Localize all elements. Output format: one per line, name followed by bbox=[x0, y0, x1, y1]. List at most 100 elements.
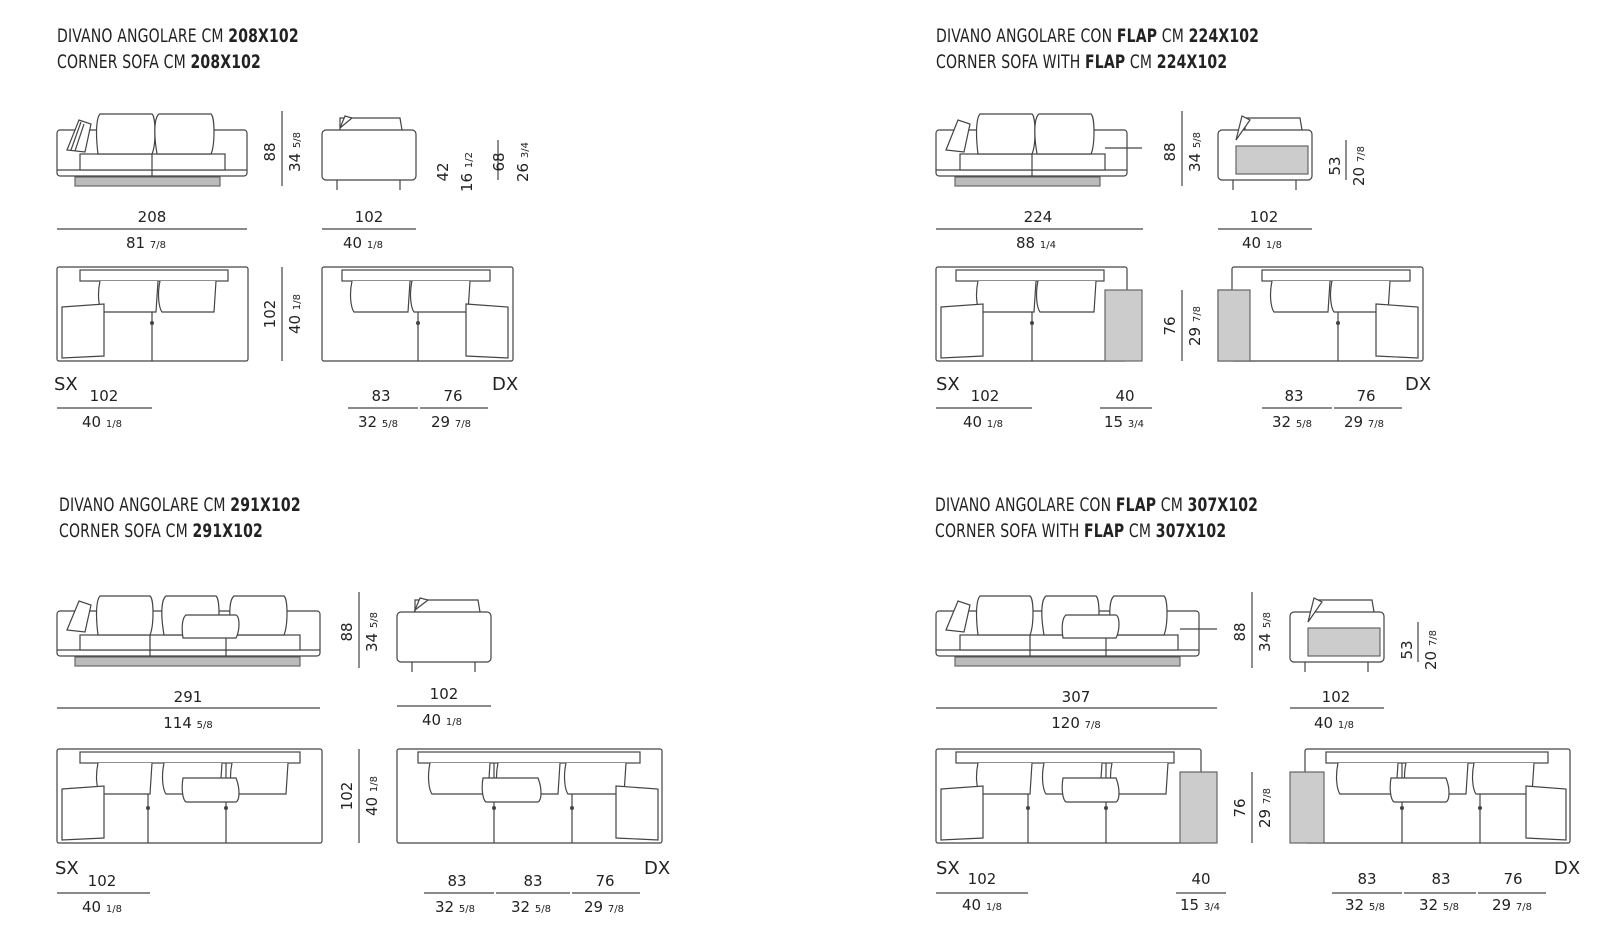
title-it-d: DIVANO ANGOLARE CON FLAP CM 307X102 bbox=[935, 494, 1259, 516]
dim-a-front-width: 208 bbox=[138, 208, 167, 226]
dim-c-depth: 102 bbox=[430, 685, 459, 703]
dim-d-dx-1-in: 32 5/8 bbox=[1345, 896, 1385, 914]
dim-a-seat-in: 16 1/2 bbox=[458, 152, 476, 192]
dim-b-height: 88 bbox=[1161, 142, 1179, 161]
title-sheet-b: DIVANO ANGOLARE CON FLAP CM 224X102 CORN… bbox=[936, 23, 1259, 75]
dim-d-sx-width: 102 bbox=[968, 870, 997, 888]
front-view-b bbox=[935, 113, 1142, 187]
dim-c-depth-in: 40 1/8 bbox=[422, 711, 462, 729]
dim-d-plan-depth: 76 bbox=[1231, 798, 1249, 817]
dim-d-height: 88 bbox=[1231, 622, 1249, 641]
dim-a-dx-1-in: 32 5/8 bbox=[358, 413, 398, 431]
dim-d-plan-depth-in: 29 7/8 bbox=[1256, 788, 1274, 828]
label-sx-b: SX bbox=[936, 374, 960, 395]
dim-c-dx-1-in: 32 5/8 bbox=[435, 898, 475, 916]
title-en-d: CORNER SOFA WITH FLAP CM 307X102 bbox=[935, 520, 1227, 542]
dim-b-flap-width-in: 15 3/4 bbox=[1104, 413, 1144, 431]
plan-sx-a bbox=[56, 266, 249, 362]
dim-b-depth-in: 40 1/8 bbox=[1242, 234, 1282, 252]
dim-c-plan-depth: 102 bbox=[338, 782, 356, 811]
title-sheet-a: DIVANO ANGOLARE CM 208X102 CORNER SOFA C… bbox=[57, 23, 299, 75]
title-en-b: CORNER SOFA WITH FLAP CM 224X102 bbox=[936, 51, 1228, 73]
dim-c-sx-width-in: 40 1/8 bbox=[82, 898, 122, 916]
dim-c-dx-2-in: 32 5/8 bbox=[511, 898, 551, 916]
dim-a-dx-2-in: 29 7/8 bbox=[431, 413, 471, 431]
plan-dx-b bbox=[1217, 266, 1424, 362]
dim-a-height: 88 bbox=[261, 142, 279, 161]
dim-a-plan-depth: 102 bbox=[261, 300, 279, 329]
dim-a-depth-in: 40 1/8 bbox=[343, 234, 383, 252]
dim-c-dx-1: 83 bbox=[447, 872, 466, 890]
dim-a-arm-in: 26 3/4 bbox=[514, 142, 532, 182]
title-en-c: CORNER SOFA CM 291X102 bbox=[59, 520, 263, 542]
dim-b-flap-width: 40 bbox=[1115, 387, 1134, 405]
dim-c-plan-depth-in: 40 1/8 bbox=[363, 776, 381, 816]
dim-a-seat: 42 bbox=[434, 162, 452, 181]
label-sx-c: SX bbox=[55, 858, 79, 879]
dim-a-dx-1: 83 bbox=[371, 387, 390, 405]
dim-a-arm: 68 bbox=[490, 152, 508, 171]
dim-b-plan-depth: 76 bbox=[1161, 316, 1179, 335]
title-sheet-c: DIVANO ANGOLARE CM 291X102 CORNER SOFA C… bbox=[59, 492, 301, 544]
label-dx-d: DX bbox=[1554, 858, 1580, 879]
plan-sx-c bbox=[56, 748, 323, 844]
dim-b-dx-2-in: 29 7/8 bbox=[1344, 413, 1384, 431]
dim-b-dx-1-in: 32 5/8 bbox=[1272, 413, 1312, 431]
title-it-c: DIVANO ANGOLARE CM 291X102 bbox=[59, 494, 301, 516]
dim-d-flap-width: 40 bbox=[1191, 870, 1210, 888]
plan-dx-c bbox=[396, 748, 663, 844]
dim-b-front-width: 224 bbox=[1024, 208, 1053, 226]
side-view-c bbox=[396, 597, 492, 672]
front-view-a bbox=[56, 113, 248, 187]
dim-b-height-in: 34 5/8 bbox=[1186, 132, 1204, 172]
dim-a-dx-2: 76 bbox=[443, 387, 462, 405]
dim-d-dx-3-in: 29 7/8 bbox=[1492, 896, 1532, 914]
dim-a-height-in: 34 5/8 bbox=[286, 132, 304, 172]
dim-b-depth: 102 bbox=[1250, 208, 1279, 226]
plan-sx-b bbox=[935, 266, 1143, 362]
dim-d-dx-1: 83 bbox=[1357, 870, 1376, 888]
side-view-a bbox=[321, 115, 417, 190]
dim-d-dx-3: 76 bbox=[1503, 870, 1522, 888]
dim-d-flap-height: 53 bbox=[1398, 640, 1416, 659]
dim-d-flap-width-in: 15 3/4 bbox=[1180, 896, 1220, 914]
dim-c-dx-2: 83 bbox=[523, 872, 542, 890]
plan-dx-d bbox=[1289, 748, 1571, 844]
plan-sx-d bbox=[935, 748, 1218, 844]
dim-a-sx-width: 102 bbox=[90, 387, 119, 405]
dim-d-flap-height-in: 20 7/8 bbox=[1422, 630, 1440, 670]
label-sx-a: SX bbox=[54, 374, 78, 395]
dim-b-flap-height: 53 bbox=[1326, 156, 1344, 175]
label-dx-c: DX bbox=[644, 858, 670, 879]
sheet-c-drawings bbox=[56, 592, 663, 894]
dim-d-height-in: 34 5/8 bbox=[1256, 612, 1274, 652]
dim-c-dx-3: 76 bbox=[595, 872, 614, 890]
side-view-b bbox=[1217, 115, 1313, 190]
dim-c-height-in: 34 5/8 bbox=[363, 612, 381, 652]
title-en-a: CORNER SOFA CM 208X102 bbox=[57, 51, 261, 73]
dim-b-plan-depth-in: 29 7/8 bbox=[1186, 306, 1204, 346]
dim-b-dx-1: 83 bbox=[1284, 387, 1303, 405]
title-sheet-d: DIVANO ANGOLARE CON FLAP CM 307X102 CORN… bbox=[935, 492, 1258, 544]
dim-c-height: 88 bbox=[338, 622, 356, 641]
dim-b-flap-height-in: 20 7/8 bbox=[1350, 146, 1368, 186]
dim-b-sx-width: 102 bbox=[971, 387, 1000, 405]
dim-c-front-width: 291 bbox=[174, 688, 203, 706]
dim-d-dx-2-in: 32 5/8 bbox=[1419, 896, 1459, 914]
dim-d-dx-2: 83 bbox=[1431, 870, 1450, 888]
dim-a-depth: 102 bbox=[355, 208, 384, 226]
front-view-d bbox=[935, 595, 1217, 667]
dim-b-sx-width-in: 40 1/8 bbox=[963, 413, 1003, 431]
dim-d-depth-in: 40 1/8 bbox=[1314, 714, 1354, 732]
dim-a-sx-width-in: 40 1/8 bbox=[82, 413, 122, 431]
sheet-a-drawings bbox=[56, 111, 514, 409]
dim-c-sx-width: 102 bbox=[88, 872, 117, 890]
label-sx-d: SX bbox=[936, 858, 960, 879]
dim-d-front-width: 307 bbox=[1062, 688, 1091, 706]
dim-c-dx-3-in: 29 7/8 bbox=[584, 898, 624, 916]
dim-d-front-width-in: 120 7/8 bbox=[1051, 714, 1101, 732]
title-it-a: DIVANO ANGOLARE CM 208X102 bbox=[57, 25, 299, 47]
dim-d-depth: 102 bbox=[1322, 688, 1351, 706]
title-it-b: DIVANO ANGOLARE CON FLAP CM 224X102 bbox=[936, 25, 1260, 47]
dim-a-plan-depth-in: 40 1/8 bbox=[286, 294, 304, 334]
